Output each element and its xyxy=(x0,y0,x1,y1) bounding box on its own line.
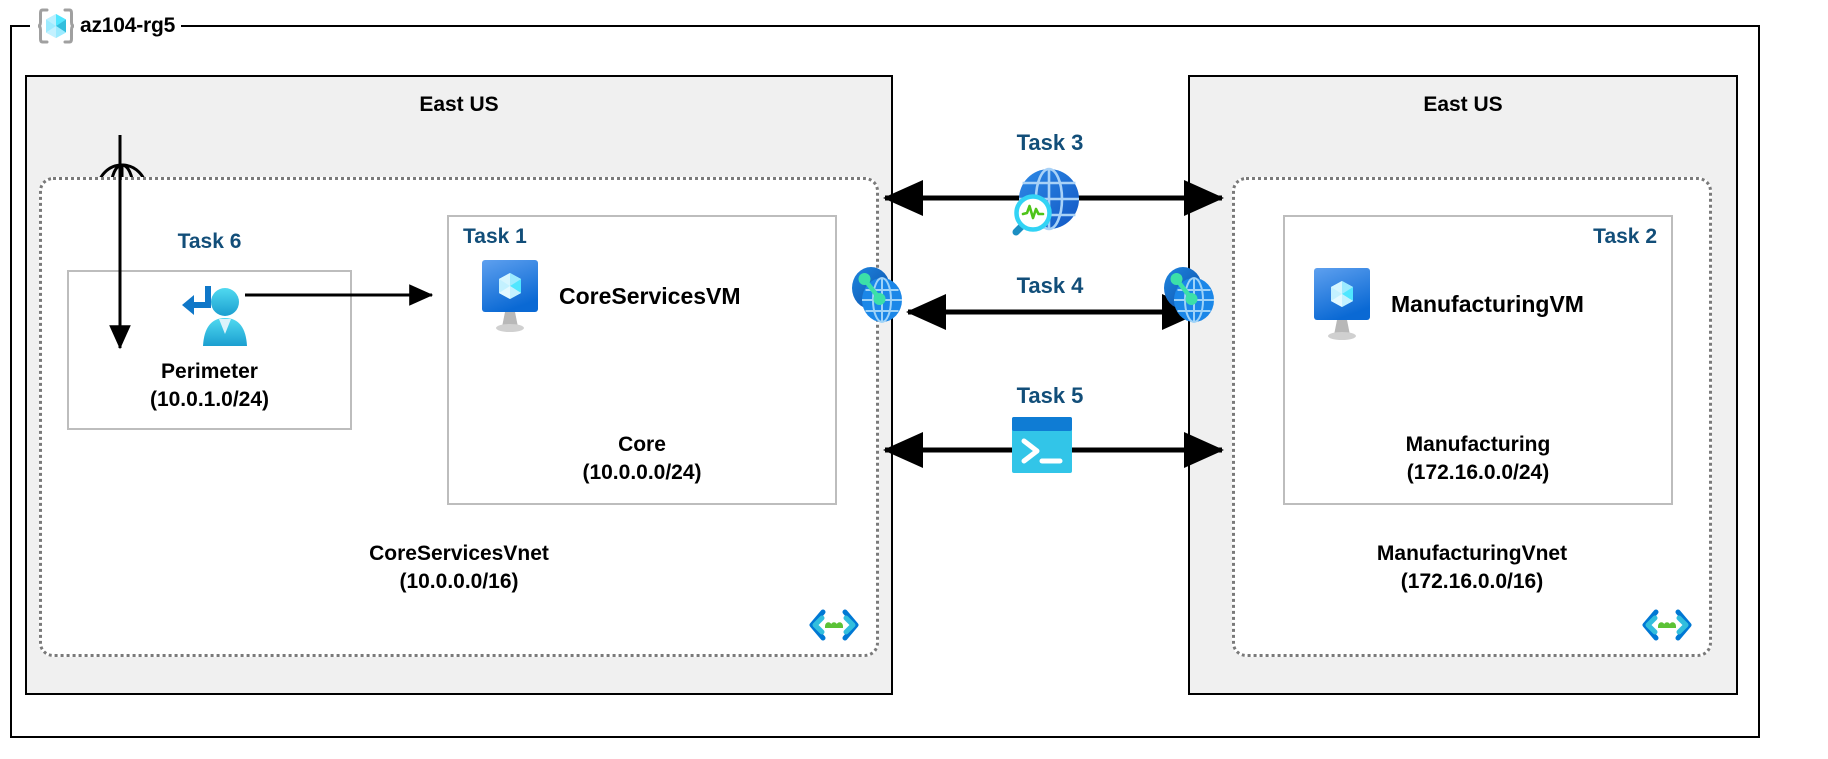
vnet-peering-icon xyxy=(1164,267,1214,323)
region-east-us-left: East US Task 6 xyxy=(25,75,893,695)
task-1-label: Task 1 xyxy=(463,225,527,248)
region-right-title: East US xyxy=(1423,93,1503,116)
subnet-core-caption: Core (10.0.0.0/24) xyxy=(582,433,702,485)
vnet-coreservicesvnet-label: CoreServicesVnet (10.0.0.0/16) xyxy=(369,542,549,594)
region-left-title: East US xyxy=(419,93,499,116)
user-login-icon xyxy=(182,286,247,346)
vm-coreservicesvm-label: CoreServicesVM xyxy=(559,282,741,309)
vm-manufacturingvm: ManufacturingVM xyxy=(1307,265,1584,343)
subnet-manufacturing-caption: Manufacturing (172.16.0.0/24) xyxy=(1405,433,1551,485)
vm-coreservicesvm: CoreServicesVM xyxy=(475,257,741,335)
subnet-core: Task 1 xyxy=(447,215,837,505)
vnet-coreservicesvnet: Task 6 Perimeter xyxy=(39,177,879,657)
task-2-label: Task 2 xyxy=(1593,225,1657,248)
vm-manufacturingvm-label: ManufacturingVM xyxy=(1391,290,1584,317)
subnet-perimeter: Perimeter (10.0.1.0/24) xyxy=(67,270,352,430)
subnet-perimeter-caption: Perimeter (10.0.1.0/24) xyxy=(149,360,270,411)
subnet-manufacturing: Task 2 xyxy=(1283,215,1673,505)
network-watcher-icon xyxy=(1012,167,1079,236)
resource-group-header: az104-rg5 xyxy=(30,8,182,44)
task-5-label: Task 5 xyxy=(1016,383,1084,408)
vnet-peering-icon xyxy=(852,267,902,323)
virtual-network-icon xyxy=(1642,609,1692,641)
task-6-label: Task 6 xyxy=(177,230,242,253)
cloud-shell-icon xyxy=(1012,417,1072,473)
azure-resource-group-icon xyxy=(37,8,75,44)
region-east-us-right: East US Task 2 xyxy=(1188,75,1738,695)
vnet-manufacturingvnet: Task 2 xyxy=(1232,177,1712,657)
resource-group-title: az104-rg5 xyxy=(80,14,176,37)
task-3-label: Task 3 xyxy=(1016,130,1084,155)
task-4-label: Task 4 xyxy=(1016,273,1084,298)
vnet-manufacturingvnet-label: ManufacturingVnet (172.16.0.0/16) xyxy=(1376,542,1568,594)
virtual-network-icon xyxy=(809,609,859,641)
resource-group-frame xyxy=(10,25,1760,738)
virtual-machine-icon xyxy=(482,260,538,332)
virtual-machine-icon xyxy=(1314,268,1370,340)
